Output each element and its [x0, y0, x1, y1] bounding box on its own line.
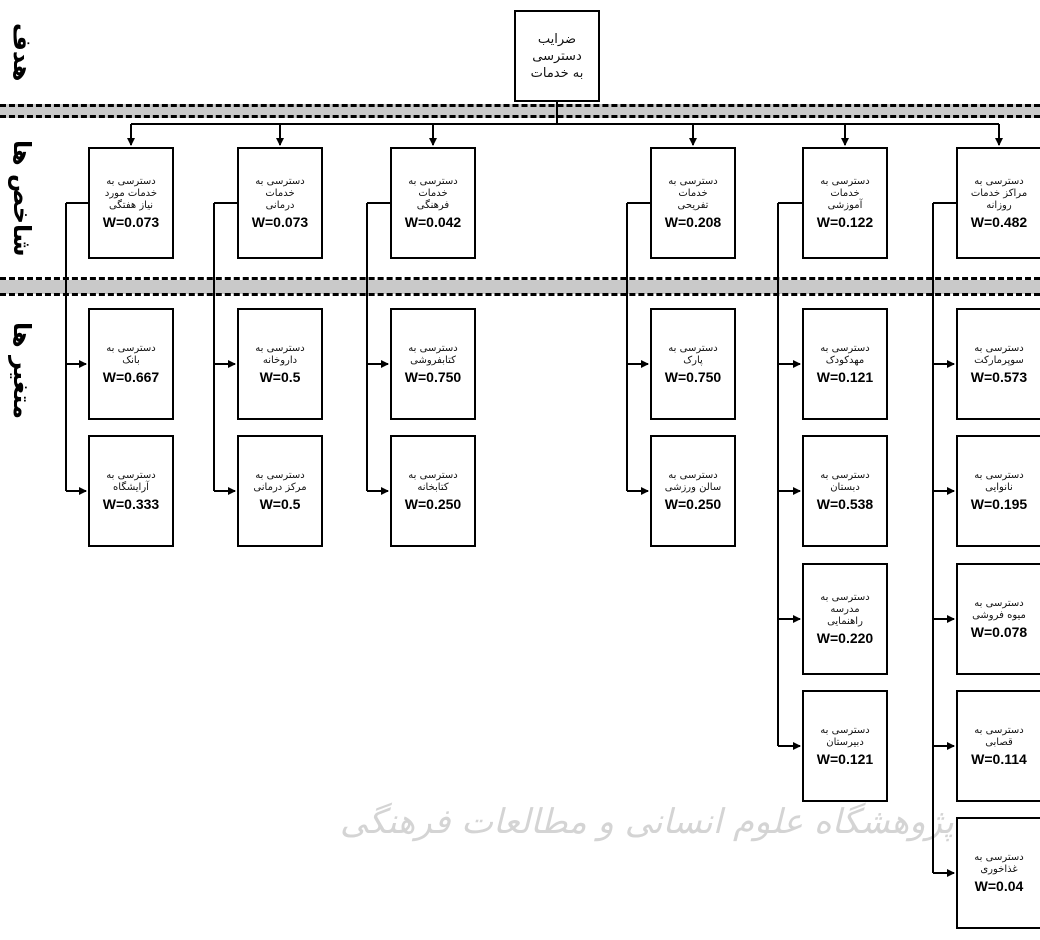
watermark-text: پژوهشگاه علوم انسانی و مطالعات فرهنگی: [340, 802, 954, 842]
indicator-weight: W=0.073: [251, 213, 309, 230]
indicator-label: دسترسی به خدمات فرهنگی: [408, 175, 458, 211]
variable-weight: W=0.121: [816, 750, 874, 767]
variable-weight: W=0.573: [970, 368, 1028, 385]
variable-weight: W=0.220: [816, 629, 874, 646]
indicator-label: دسترسی به خدمات آموزشی: [820, 175, 870, 211]
indicator-weight: W=0.482: [970, 213, 1028, 230]
variable-weight: W=0.250: [404, 495, 462, 512]
variable-middle-school: دسترسی به مدرسه راهنمایی W=0.220: [802, 563, 888, 675]
variable-label: دسترسی به مرکز درمانی: [253, 469, 307, 493]
goal-node: ضرایب دسترسی به خدمات: [514, 10, 600, 102]
indicator-weight: W=0.042: [404, 213, 462, 230]
variable-weight: W=0.078: [970, 623, 1028, 640]
variable-primary-school: دسترسی به دبستان W=0.538: [802, 435, 888, 547]
indicator-weight: W=0.208: [664, 213, 722, 230]
indicator-label: دسترسی به خدمات تفریحی: [668, 175, 718, 211]
variable-label: دسترسی به سالن ورزشی: [664, 469, 722, 493]
variable-bank: دسترسی به بانک W=0.667: [88, 308, 174, 420]
variable-park: دسترسی به پارک W=0.750: [650, 308, 736, 420]
indicator-label: دسترسی به خدمات درمانی: [255, 175, 305, 211]
variable-pharmacy: دسترسی به داروخانه W=0.5: [237, 308, 323, 420]
variable-label: دسترسی به میوه فروشی: [972, 597, 1026, 621]
variable-weight: W=0.333: [102, 495, 160, 512]
indicator-recreation: دسترسی به خدمات تفریحی W=0.208: [650, 147, 736, 259]
variable-label: دسترسی به داروخانه: [255, 342, 305, 366]
level-label-indicators: شاخص ها: [8, 139, 36, 257]
variable-weight: W=0.04: [974, 877, 1024, 894]
variable-label: دسترسی به مدرسه راهنمایی: [820, 591, 870, 627]
indicator-label: دسترسی به خدمات مورد نیاز هفتگی: [104, 175, 158, 211]
variable-label: دسترسی به غذاخوری: [974, 851, 1024, 875]
variable-bakery: دسترسی به نانوایی W=0.195: [956, 435, 1040, 547]
indicator-weekly-services: دسترسی به خدمات مورد نیاز هفتگی W=0.073: [88, 147, 174, 259]
variable-barbershop: دسترسی به آرایشگاه W=0.333: [88, 435, 174, 547]
indicator-variable-dash-bottom: [0, 293, 1040, 296]
variable-label: دسترسی به سوپرمارکت: [974, 342, 1024, 366]
variable-label: دسترسی به مهدکودک: [820, 342, 870, 366]
variable-weight: W=0.5: [259, 368, 301, 385]
goal-indicator-dash-top: [0, 104, 1040, 107]
variable-weight: W=0.250: [664, 495, 722, 512]
variable-label: دسترسی به آرایشگاه: [106, 469, 156, 493]
variable-label: دسترسی به کتابفروشی: [408, 342, 458, 366]
goal-indicator-separator: [0, 104, 1040, 118]
variable-label: دسترسی به دبیرستان: [820, 724, 870, 748]
variable-label: دسترسی به کتابخانه: [408, 469, 458, 493]
variable-supermarket: دسترسی به سوپرمارکت W=0.573: [956, 308, 1040, 420]
variable-library: دسترسی به کتابخانه W=0.250: [390, 435, 476, 547]
variable-kindergarten: دسترسی به مهدکودک W=0.121: [802, 308, 888, 420]
variable-high-school: دسترسی به دبیرستان W=0.121: [802, 690, 888, 802]
variable-bookstore: دسترسی به کتابفروشی W=0.750: [390, 308, 476, 420]
variable-weight: W=0.750: [404, 368, 462, 385]
variable-weight: W=0.667: [102, 368, 160, 385]
variable-sports-hall: دسترسی به سالن ورزشی W=0.250: [650, 435, 736, 547]
variable-weight: W=0.750: [664, 368, 722, 385]
variable-clinic: دسترسی به مرکز درمانی W=0.5: [237, 435, 323, 547]
variable-label: دسترسی به پارک: [668, 342, 718, 366]
variable-label: دسترسی به دبستان: [820, 469, 870, 493]
indicator-health: دسترسی به خدمات درمانی W=0.073: [237, 147, 323, 259]
variable-butcher: دسترسی به قصابی W=0.114: [956, 690, 1040, 802]
level-label-goal: هدف: [8, 22, 36, 82]
indicator-weight: W=0.122: [816, 213, 874, 230]
indicator-variable-dash-top: [0, 277, 1040, 280]
indicator-weight: W=0.073: [102, 213, 160, 230]
variable-weight: W=0.114: [971, 750, 1027, 767]
variable-weight: W=0.5: [259, 495, 301, 512]
variable-label: دسترسی به نانوایی: [974, 469, 1024, 493]
indicator-label: دسترسی به مراکز خدمات روزانه: [970, 175, 1028, 211]
variable-fruit-shop: دسترسی به میوه فروشی W=0.078: [956, 563, 1040, 675]
indicator-culture: دسترسی به خدمات فرهنگی W=0.042: [390, 147, 476, 259]
goal-label: ضرایب دسترسی به خدمات: [530, 31, 584, 81]
variable-label: دسترسی به قصابی: [974, 724, 1024, 748]
goal-indicator-dash-bottom: [0, 115, 1040, 118]
level-label-variables: متغیر ها: [8, 321, 36, 419]
variable-label: دسترسی به بانک: [106, 342, 156, 366]
variable-weight: W=0.195: [970, 495, 1028, 512]
indicator-variable-separator: [0, 280, 1040, 294]
indicator-daily-services: دسترسی به مراکز خدمات روزانه W=0.482: [956, 147, 1040, 259]
variable-weight: W=0.121: [816, 368, 874, 385]
variable-restaurant: دسترسی به غذاخوری W=0.04: [956, 817, 1040, 929]
indicator-education: دسترسی به خدمات آموزشی W=0.122: [802, 147, 888, 259]
variable-weight: W=0.538: [816, 495, 874, 512]
